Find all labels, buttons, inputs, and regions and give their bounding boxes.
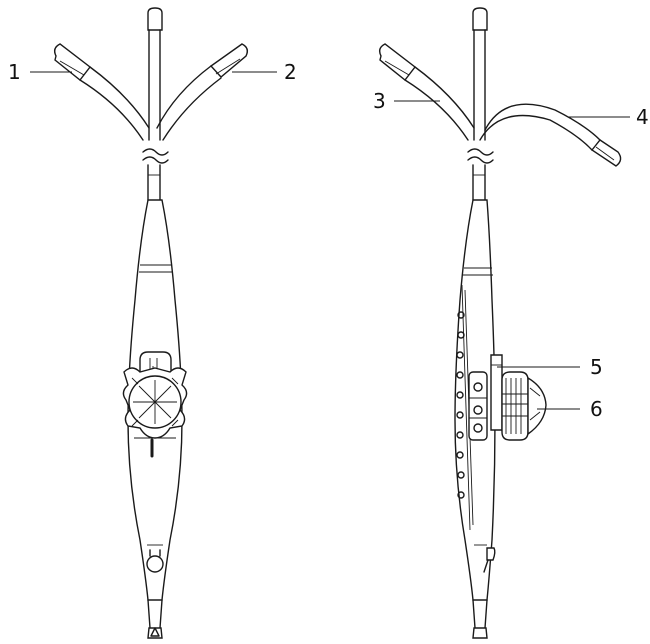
side-deflected-tip [479, 103, 622, 167]
front-right-bent-tip [156, 43, 249, 141]
front-left-bent-tip [53, 43, 150, 141]
side-view [378, 7, 622, 639]
side-center-tip [472, 7, 488, 141]
front-view [53, 7, 249, 639]
callout-3: 3 [373, 89, 386, 113]
side-buttons [456, 311, 465, 499]
front-bottom-connector [147, 599, 163, 639]
side-valve-block [468, 371, 488, 441]
front-control-wheel [122, 351, 188, 458]
callout-6: 6 [590, 397, 603, 421]
front-break-mark [142, 148, 169, 164]
side-lower-connector [472, 544, 496, 639]
front-lower-port [146, 549, 164, 573]
side-left-bent-tip [378, 43, 475, 141]
front-center-tip [147, 7, 163, 141]
callouts: 1 2 3 4 5 6 [8, 60, 649, 421]
side-wheel-profile [501, 371, 547, 441]
callout-5: 5 [590, 355, 603, 379]
callout-2: 2 [284, 60, 297, 84]
callout-1: 1 [8, 60, 21, 84]
side-break-mark [467, 148, 494, 164]
side-lever [490, 354, 503, 431]
callout-4: 4 [636, 105, 649, 129]
